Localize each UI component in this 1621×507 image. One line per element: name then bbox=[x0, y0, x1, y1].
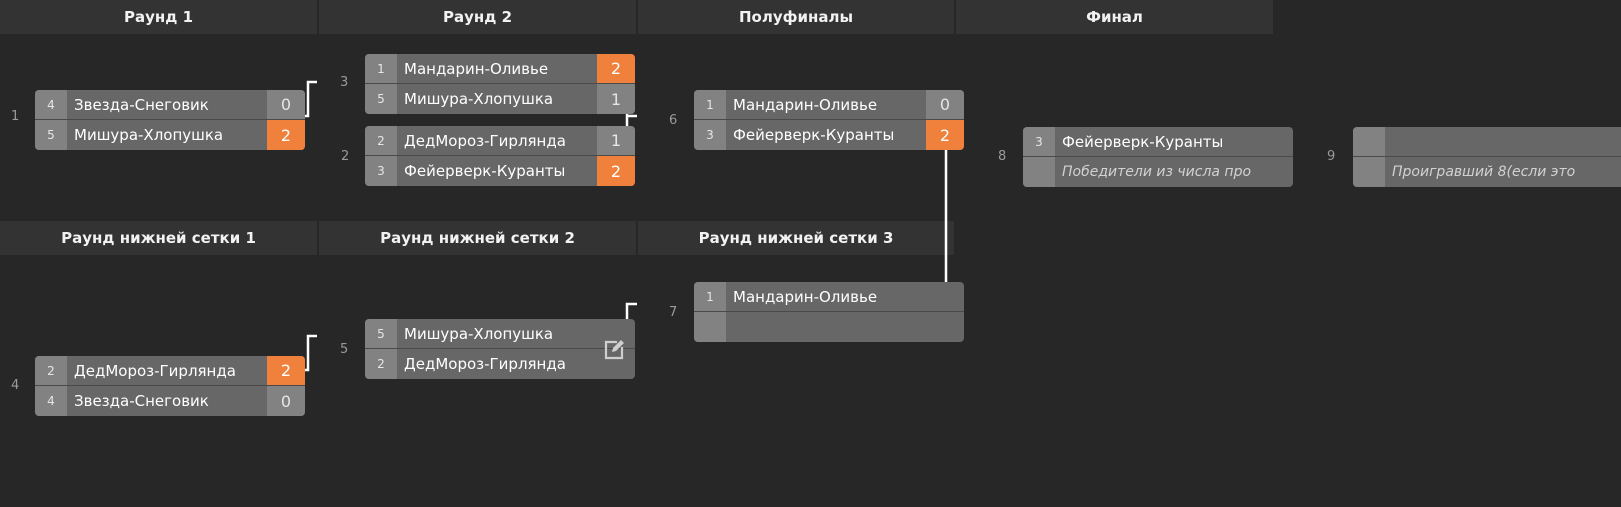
match-8[interactable]: 3 Фейерверк-Куранты Победители из числа … bbox=[1023, 127, 1293, 187]
match-number: 2 bbox=[341, 149, 350, 164]
match-number: 6 bbox=[669, 113, 678, 128]
seed: 5 bbox=[365, 319, 397, 348]
seed bbox=[1023, 157, 1055, 187]
score: 0 bbox=[267, 90, 305, 119]
team-row[interactable]: 4 Звезда-Снеговик 0 bbox=[35, 386, 305, 416]
team-name: Мишура-Хлопушка bbox=[404, 324, 554, 343]
score-winner: 2 bbox=[267, 120, 305, 150]
match-2[interactable]: 2 ДедМороз-Гирлянда 1 3 Фейерверк-Курант… bbox=[365, 126, 635, 186]
team-name: Мандарин-Оливье bbox=[733, 95, 878, 114]
team-row[interactable]: 3 Фейерверк-Куранты bbox=[1023, 127, 1293, 157]
team-row[interactable]: Проигравший 8(если это bbox=[1353, 157, 1621, 187]
match-number: 7 bbox=[669, 305, 678, 320]
team-row[interactable] bbox=[1353, 127, 1621, 157]
match-1[interactable]: 4 Звезда-Снеговик 0 5 Мишура-Хлопушка 2 bbox=[35, 90, 305, 150]
header-round-2: Раунд 2 bbox=[319, 0, 636, 34]
team-row[interactable]: 4 Звезда-Снеговик 0 bbox=[35, 90, 305, 120]
seed: 3 bbox=[1023, 127, 1055, 156]
score: 1 bbox=[597, 126, 635, 155]
seed: 3 bbox=[365, 156, 397, 186]
team-row[interactable]: 1 Мандарин-Оливье bbox=[694, 282, 964, 312]
team-name: ДедМороз-Гирлянда bbox=[404, 131, 566, 150]
match-number: 8 bbox=[998, 149, 1007, 164]
seed: 4 bbox=[35, 90, 67, 119]
team-name: Звезда-Снеговик bbox=[74, 392, 209, 410]
seed: 3 bbox=[694, 120, 726, 150]
match-number: 1 bbox=[11, 109, 20, 124]
header-final: Финал bbox=[956, 0, 1273, 34]
team-name: Фейерверк-Куранты bbox=[404, 162, 566, 180]
seed bbox=[694, 312, 726, 342]
team-name: Мишура-Хлопушка bbox=[404, 90, 554, 108]
match-3[interactable]: 1 Мандарин-Оливье 2 5 Мишура-Хлопушка 1 bbox=[365, 54, 635, 114]
team-name bbox=[1385, 127, 1621, 156]
header-semifinals: Полуфиналы bbox=[638, 0, 954, 34]
seed bbox=[1353, 157, 1385, 187]
team-placeholder: Проигравший 8(если это bbox=[1392, 164, 1576, 180]
match-number: 4 bbox=[11, 378, 20, 393]
seed: 4 bbox=[35, 386, 67, 416]
team-placeholder: Победители из числа про bbox=[1062, 164, 1252, 180]
team-name: ДедМороз-Гирлянда bbox=[404, 355, 566, 373]
header-round-1: Раунд 1 bbox=[0, 0, 317, 34]
team-row[interactable] bbox=[694, 312, 964, 342]
team-row[interactable]: 1 Мандарин-Оливье 2 bbox=[365, 54, 635, 84]
score-winner: 2 bbox=[267, 356, 305, 385]
team-row[interactable]: 5 Мишура-Хлопушка 1 bbox=[365, 84, 635, 114]
score: 1 bbox=[597, 84, 635, 114]
seed: 1 bbox=[694, 282, 726, 311]
team-row[interactable]: 2 ДедМороз-Гирлянда 1 bbox=[365, 126, 635, 156]
match-7[interactable]: 1 Мандарин-Оливье bbox=[694, 282, 964, 342]
team-row[interactable]: 3 Фейерверк-Куранты 2 bbox=[365, 156, 635, 186]
header-lower-round-1: Раунд нижней сетки 1 bbox=[0, 221, 317, 255]
team-row[interactable]: Победители из числа про bbox=[1023, 157, 1293, 187]
score-winner: 2 bbox=[597, 54, 635, 83]
header-lower-round-3: Раунд нижней сетки 3 bbox=[638, 221, 954, 255]
match-number: 5 bbox=[340, 342, 349, 357]
seed: 2 bbox=[35, 356, 67, 385]
team-name: Мандарин-Оливье bbox=[404, 59, 549, 78]
seed: 1 bbox=[365, 54, 397, 83]
team-name bbox=[726, 312, 964, 342]
team-name: Фейерверк-Куранты bbox=[733, 126, 895, 144]
header-lower-round-2: Раунд нижней сетки 2 bbox=[319, 221, 636, 255]
seed bbox=[1353, 127, 1385, 156]
team-name: Мандарин-Оливье bbox=[733, 287, 878, 306]
seed: 5 bbox=[365, 84, 397, 114]
edit-icon[interactable] bbox=[601, 337, 627, 363]
score: 0 bbox=[267, 386, 305, 416]
score-winner: 2 bbox=[597, 156, 635, 186]
team-row[interactable]: 3 Фейерверк-Куранты 2 bbox=[694, 120, 964, 150]
team-row[interactable]: 1 Мандарин-Оливье 0 bbox=[694, 90, 964, 120]
match-9[interactable]: Проигравший 8(если это bbox=[1353, 127, 1621, 187]
team-name: Фейерверк-Куранты bbox=[1062, 132, 1224, 151]
team-name: ДедМороз-Гирлянда bbox=[74, 361, 236, 380]
match-4[interactable]: 2 ДедМороз-Гирлянда 2 4 Звезда-Снеговик … bbox=[35, 356, 305, 416]
team-row[interactable]: 5 Мишура-Хлопушка 2 bbox=[35, 120, 305, 150]
team-row[interactable]: 2 ДедМороз-Гирлянда bbox=[365, 349, 635, 379]
seed: 2 bbox=[365, 349, 397, 379]
match-5[interactable]: 5 Мишура-Хлопушка 2 ДедМороз-Гирлянда bbox=[365, 319, 635, 379]
score-winner: 2 bbox=[926, 120, 964, 150]
team-row[interactable]: 2 ДедМороз-Гирлянда 2 bbox=[35, 356, 305, 386]
match-number: 9 bbox=[1327, 149, 1336, 164]
match-number: 3 bbox=[340, 75, 349, 90]
seed: 2 bbox=[365, 126, 397, 155]
seed: 5 bbox=[35, 120, 67, 150]
score: 0 bbox=[926, 90, 964, 119]
team-name: Звезда-Снеговик bbox=[74, 95, 209, 114]
seed: 1 bbox=[694, 90, 726, 119]
team-name: Мишура-Хлопушка bbox=[74, 126, 224, 144]
team-row[interactable]: 5 Мишура-Хлопушка bbox=[365, 319, 635, 349]
match-6[interactable]: 1 Мандарин-Оливье 0 3 Фейерверк-Куранты … bbox=[694, 90, 964, 150]
